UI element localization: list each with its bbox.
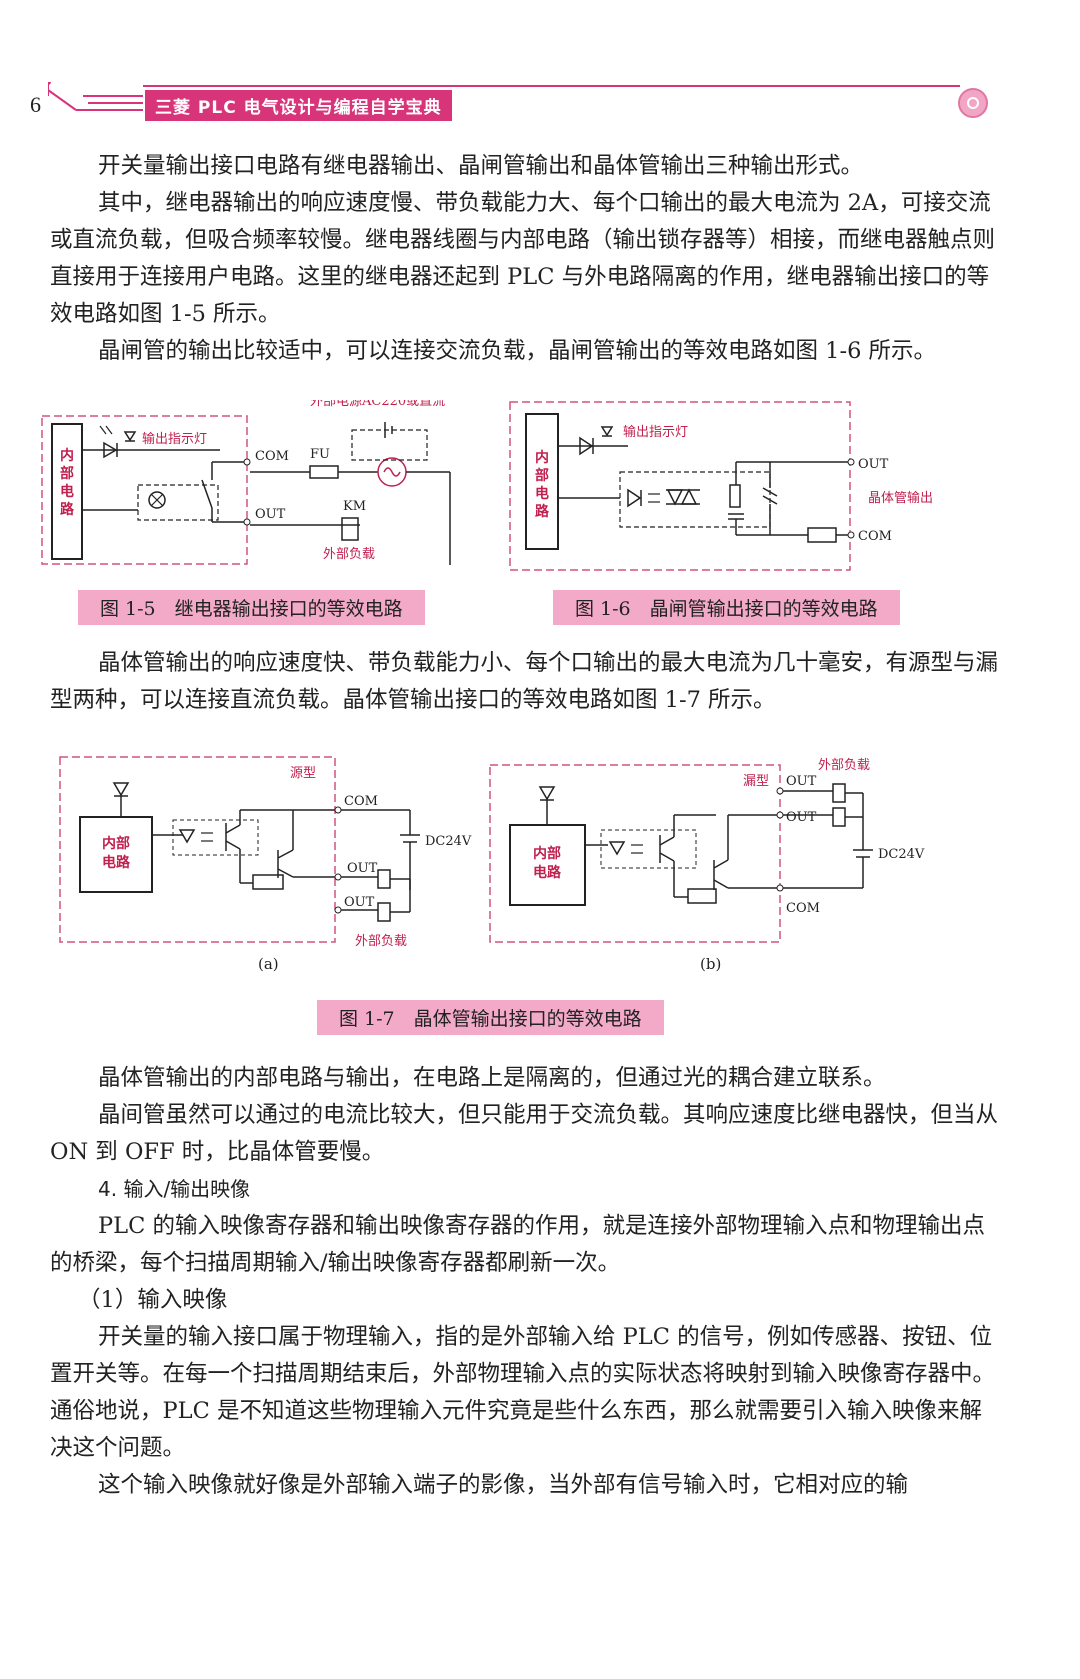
fig15-km: KM [343,499,366,514]
paragraph-3: 晶闸管的输出比较适中，可以连接交流负载，晶闸管输出的等效电路如图 1-6 所示。 [98,338,937,364]
fig17a-dc: DC24V [425,834,472,849]
paragraph-6: 晶间管虽然可以通过的电流比较大，但只能用于交流负载。其响应速度比继电器快，但当从… [50,1102,999,1165]
figure-1-7a-source-circuit: 源型 内部 电路 COM OUT OUT DC24V 外部负载 [59,756,472,949]
book-title-banner: 三菱 PLC 电气设计与编程自学宝典 [145,90,452,121]
fig17a-sub-label: (a) [258,955,279,973]
figure-1-7b-sink-circuit: 漏型 外部负载 内部 电路 OUT OUT COM DC24V [489,758,925,943]
svg-text:内: 内 [535,449,549,466]
svg-text:内部: 内部 [102,835,130,852]
fig16-led-label: 输出指示灯 [623,424,688,440]
paragraph-4: 晶体管输出的响应速度快、带负载能力小、每个口输出的最大电流为几十毫安，有源型与漏… [50,650,999,713]
paragraph-5: 晶体管输出的内部电路与输出，在电路上是隔离的，但通过光的耦合建立联系。 [98,1065,886,1091]
fig15-out: OUT [255,507,286,522]
svg-text:路: 路 [60,501,75,518]
figure-1-7-caption: 图 1-7 晶体管输出接口的等效电路 [317,1000,664,1035]
svg-text:内部: 内部 [533,845,561,862]
fig17a-type: 源型 [290,766,316,781]
svg-text:部: 部 [535,467,549,484]
fig17b-out2: OUT [786,810,817,825]
paragraph-9: 这个输入映像就好像是外部输入端子的影像，当外部有信号输入时，它相对应的输 [98,1472,909,1498]
svg-text:电: 电 [535,485,549,502]
svg-text:电: 电 [60,483,74,500]
fig17a-out2: OUT [344,895,375,910]
paragraph-8: 开关量的输入接口属于物理输入，指的是外部输入给 PLC 的信号，例如传感器、按钮… [50,1324,996,1461]
fig16-com: COM [858,529,892,544]
fig15-fu: FU [310,447,330,462]
paragraph-1: 开关量输出接口电路有继电器输出、晶闸管输出和晶体管输出三种输出形式。 [98,153,864,179]
svg-text:电路: 电路 [533,864,562,881]
fig17b-out1: OUT [786,774,817,789]
fig15-led-label: 输出指示灯 [142,431,207,447]
fig17a-com: COM [344,794,378,809]
figure-1-5-caption: 图 1-5 继电器输出接口的等效电路 [78,590,425,625]
figure-1-5-relay-circuit: 内 部 电 路 输出指示灯 COM OUT FU 外部电源AC220或直流 KM… [41,400,451,565]
section-heading-4: 4. 输入/输出映像 [98,1177,251,1201]
page-number: 6 [30,92,41,117]
fig17b-dc: DC24V [878,847,925,862]
figure-1-6-caption: 图 1-6 晶闸管输出接口的等效电路 [553,590,900,625]
svg-text:电路: 电路 [102,854,131,871]
figure-1-6-thyristor-circuit: 内 部 电 路 输出指示灯 OUT 晶体管输出 COM [509,401,933,571]
paragraph-2: 其中，继电器输出的响应速度慢、带负载能力大、每个口输出的最大电流为 2A，可接交… [50,190,996,327]
fig16-out: OUT [858,457,889,472]
fig15-com: COM [255,449,289,464]
subsection-heading-input-image: （1）输入映像 [78,1287,228,1313]
fig16-thyristor-out: 晶体管输出 [868,490,933,506]
fig17a-load: 外部负载 [355,934,407,949]
fig17b-type: 漏型 [743,773,769,789]
paragraph-7: PLC 的输入映像寄存器和输出映像寄存器的作用，就是连接外部物理输入点和物理输出… [50,1213,985,1276]
svg-text:路: 路 [535,503,550,520]
fig15-power-label: 外部电源AC220或直流 [310,400,445,409]
fig17b-com: COM [786,901,820,916]
svg-text:部: 部 [60,465,74,482]
header-decoration [48,82,960,111]
fig17a-out1: OUT [347,861,378,876]
svg-text:内: 内 [60,447,74,464]
header-circle-ornament [958,88,988,118]
fig17b-sub-label: (b) [700,955,722,973]
fig17b-load: 外部负载 [818,758,870,773]
fig15-load: 外部负载 [323,547,375,562]
